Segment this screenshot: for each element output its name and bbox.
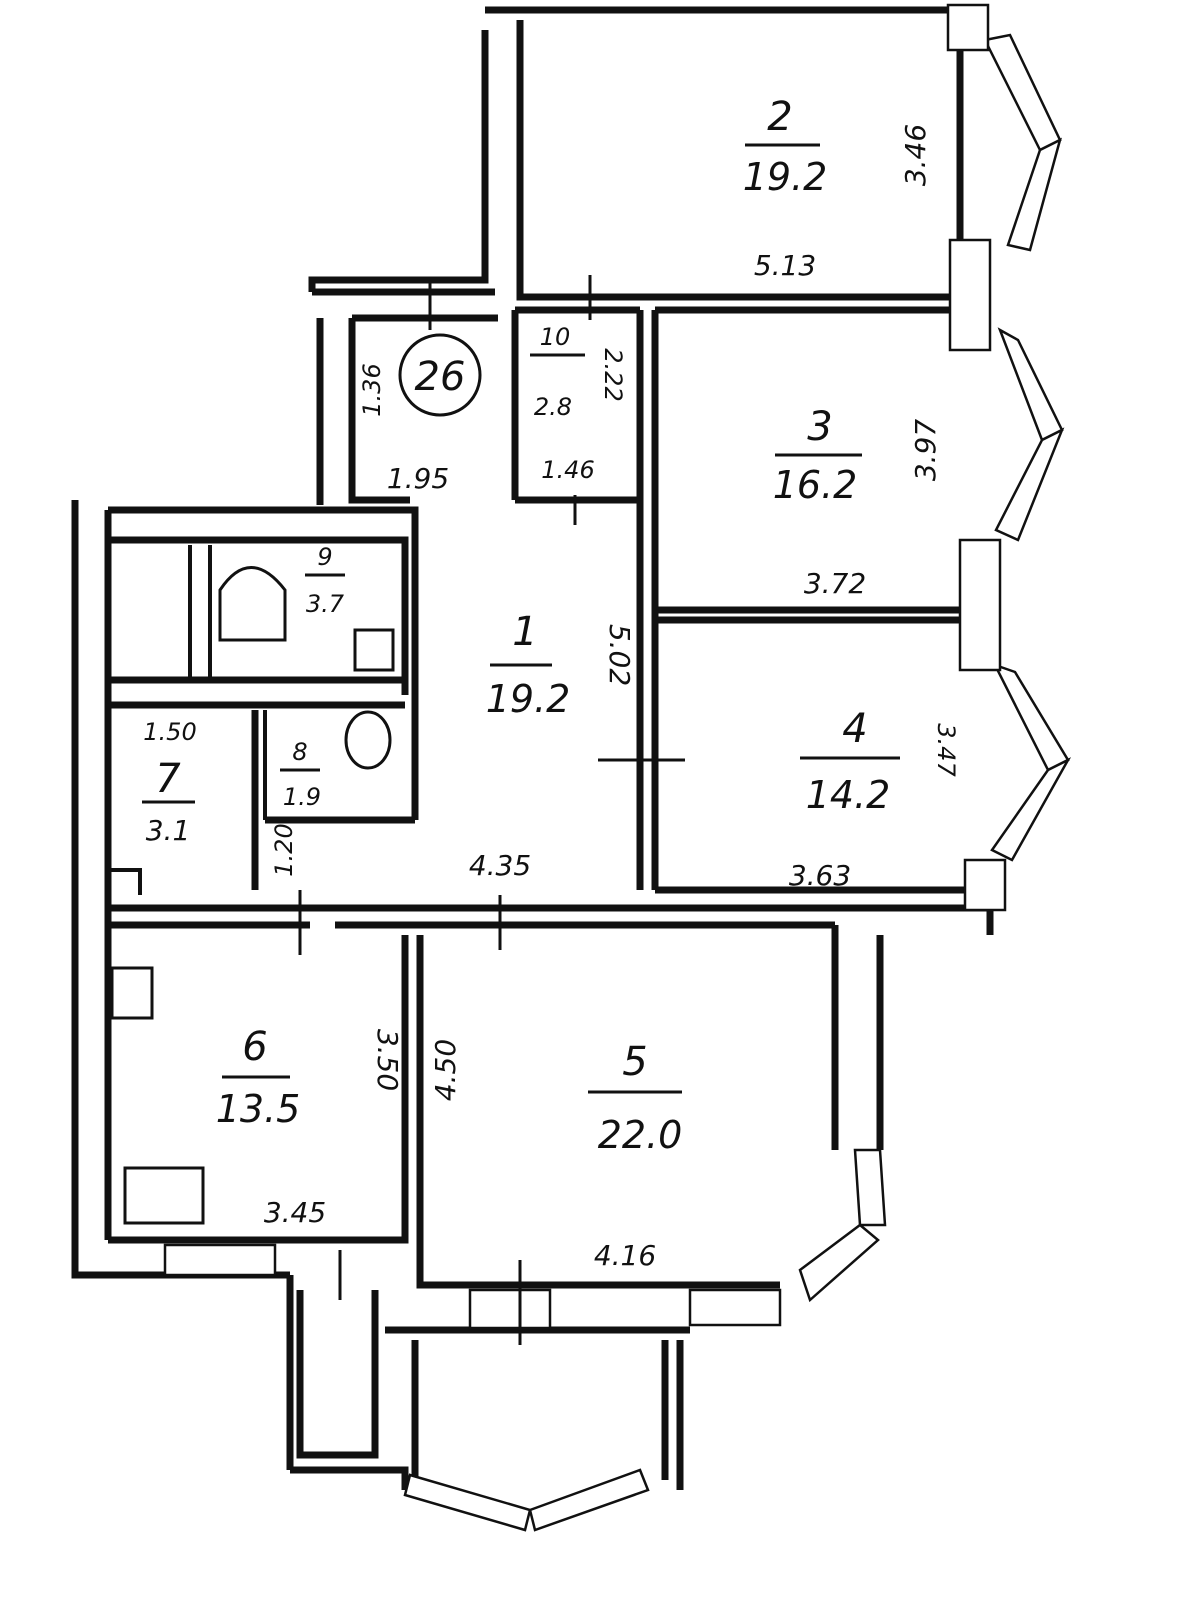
room-dimension: 4.35 [469,849,531,882]
room-9-label: 9 3.7 [305,543,345,618]
room-dimension: 1.20 [270,823,298,876]
room-number: 3 [807,404,832,450]
room-8-label: 8 1.9 1.20 [270,738,321,877]
room-number: 6 [242,1024,267,1070]
room-dimension: 1.46 [541,456,594,484]
room-2-label: 2 19.2 5.13 3.46 [743,94,932,282]
room-number: 7 [155,756,181,802]
room-number: 4 [842,706,867,752]
room-number: 1 [512,609,537,655]
room-area: 16.2 [773,463,858,507]
dimension-ticks [298,275,685,1345]
bathtub-icon [218,566,287,642]
room-dimension: 3.50 [371,1029,404,1091]
window-piers [946,3,1007,912]
walls [71,6,994,1490]
room-1-label: 1 19.2 5.02 4.35 [469,609,636,882]
room-area: 2.8 [534,393,572,421]
room-dimension: 3.46 [899,124,932,186]
room-7-label: 1.50 7 3.1 [142,718,197,847]
room-4-label: 4 14.2 3.63 3.47 [789,706,960,892]
room-dimension: 2.22 [599,348,627,401]
room-dimension: 5.13 [754,249,816,282]
room-number: 10 [540,323,571,351]
room-dimension: 3.47 [932,723,960,777]
sink-icon [353,628,395,672]
room-number: 2 [767,94,792,140]
room-area: 13.5 [216,1087,301,1131]
room-dimension: 1.50 [143,718,196,746]
room-area: 14.2 [806,773,891,817]
fixtures [110,566,395,1225]
room-area: 1.9 [283,783,321,811]
stove-icon [123,1166,205,1225]
room-6-label: 6 13.5 3.45 3.50 [216,1024,404,1229]
room-dimension: 4.16 [594,1239,656,1272]
apartment-number-circle [398,333,482,417]
hall-label: 1.36 1.95 [358,363,449,495]
room-5-label: 5 22.0 4.16 4.50 [429,1039,682,1272]
room-dimension: 3.63 [789,859,851,892]
room-area: 22.0 [598,1113,683,1157]
room-area: 19.2 [743,155,828,199]
windows [163,33,1072,1532]
room-number: 8 [292,738,307,766]
kitchen-sink-icon [110,966,154,1020]
room-10-label: 10 2.8 1.46 2.22 [530,323,627,484]
room-dimension: 3.97 [909,419,942,482]
room-dimension: 4.50 [429,1039,462,1101]
room-number: 5 [622,1039,647,1085]
room-number: 9 [317,543,332,571]
room-area: 19.2 [486,677,571,721]
hall-dimension: 1.36 [358,363,386,416]
room-area: 3.1 [146,814,191,847]
hall-dimension: 1.95 [387,462,449,495]
toilet-icon [344,710,392,770]
room-dimension: 3.72 [804,567,866,600]
room-dimension: 3.45 [264,1196,326,1229]
apartment-number: 26 [415,354,466,400]
room-area: 3.7 [306,590,345,618]
room-dimension: 5.02 [603,624,636,686]
room-3-label: 3 16.2 3.72 3.97 [773,404,942,600]
